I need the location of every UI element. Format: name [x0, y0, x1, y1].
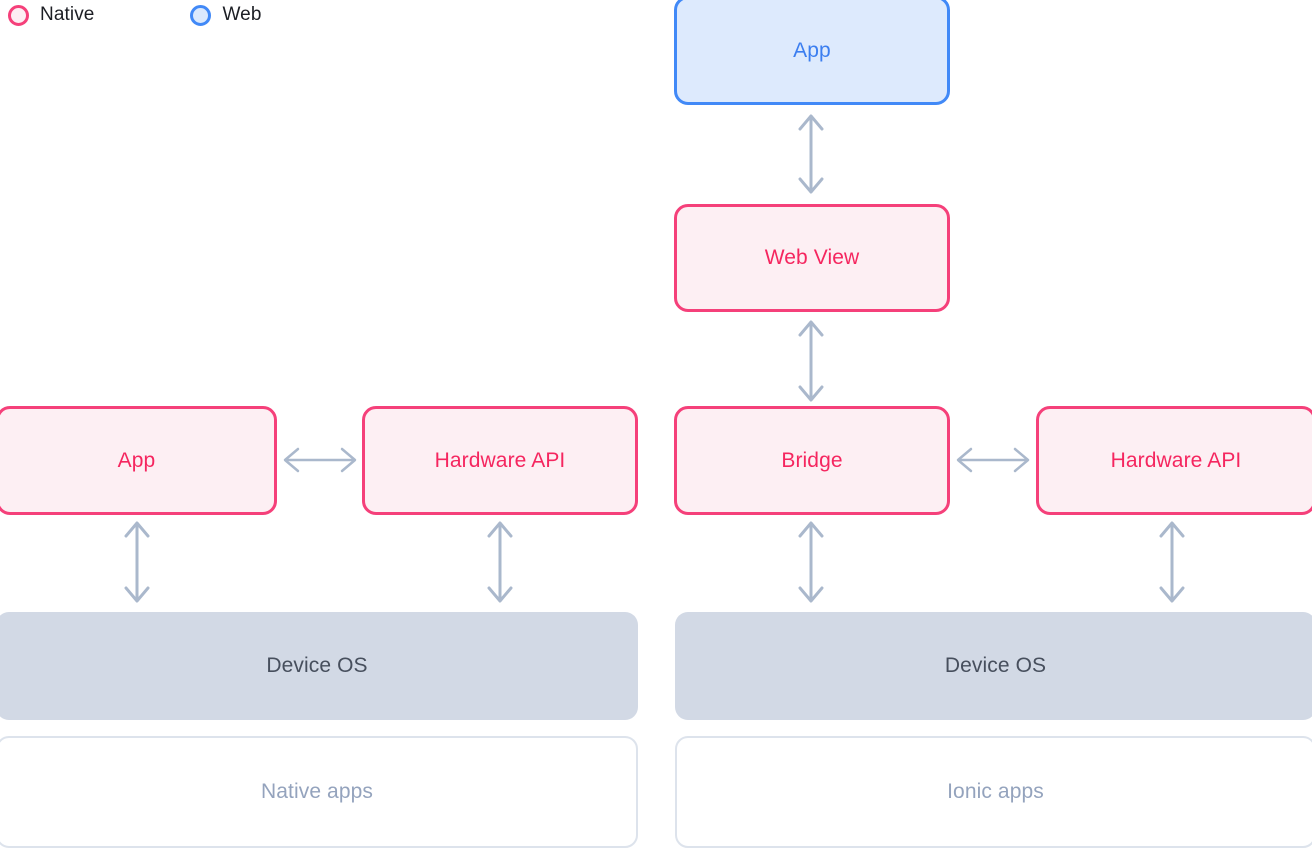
node-ionic-device-os: Device OS	[675, 612, 1312, 720]
connector-native-app-to-os	[121, 515, 153, 609]
node-label: Web View	[764, 246, 860, 269]
node-native-app[interactable]: App	[0, 406, 277, 515]
node-label: Ionic apps	[947, 780, 1044, 803]
legend-label-web: Web	[222, 4, 262, 25]
node-label: App	[793, 38, 831, 62]
legend-label-native: Native	[40, 4, 95, 25]
node-label: Device OS	[266, 654, 368, 677]
node-label: Bridge	[781, 448, 843, 472]
node-native-hardware-api[interactable]: Hardware API	[362, 406, 638, 515]
circle-outline-icon-native	[8, 4, 29, 26]
group-label-native-apps: Native apps	[0, 736, 638, 848]
node-ionic-app[interactable]: App	[674, 0, 950, 105]
legend: Native Web	[0, 0, 262, 30]
node-bridge[interactable]: Bridge	[674, 406, 950, 515]
legend-item-web: Web	[190, 4, 261, 26]
node-label: Device OS	[944, 654, 1047, 677]
connector-app-to-webview	[795, 108, 827, 200]
node-native-device-os: Device OS	[0, 612, 638, 720]
group-label-ionic-apps: Ionic apps	[675, 736, 1312, 848]
connector-native-hardware-api-to-os	[484, 515, 516, 609]
node-label: Hardware API	[434, 448, 566, 472]
connector-webview-to-bridge	[795, 314, 827, 408]
connector-bridge-to-os	[795, 515, 827, 609]
connector-native-app-to-hardware-api	[277, 444, 363, 476]
node-ionic-hardware-api[interactable]: Hardware API	[1036, 406, 1312, 515]
legend-item-native: Native	[8, 4, 94, 26]
connector-ionic-hardware-api-to-os	[1156, 515, 1188, 609]
connector-bridge-to-hardware-api	[950, 444, 1036, 476]
node-label: Hardware API	[1110, 448, 1242, 472]
node-web-view[interactable]: Web View	[674, 204, 950, 312]
circle-outline-icon-web	[190, 4, 212, 26]
node-label: Native apps	[261, 780, 373, 803]
node-label: App	[117, 448, 156, 472]
